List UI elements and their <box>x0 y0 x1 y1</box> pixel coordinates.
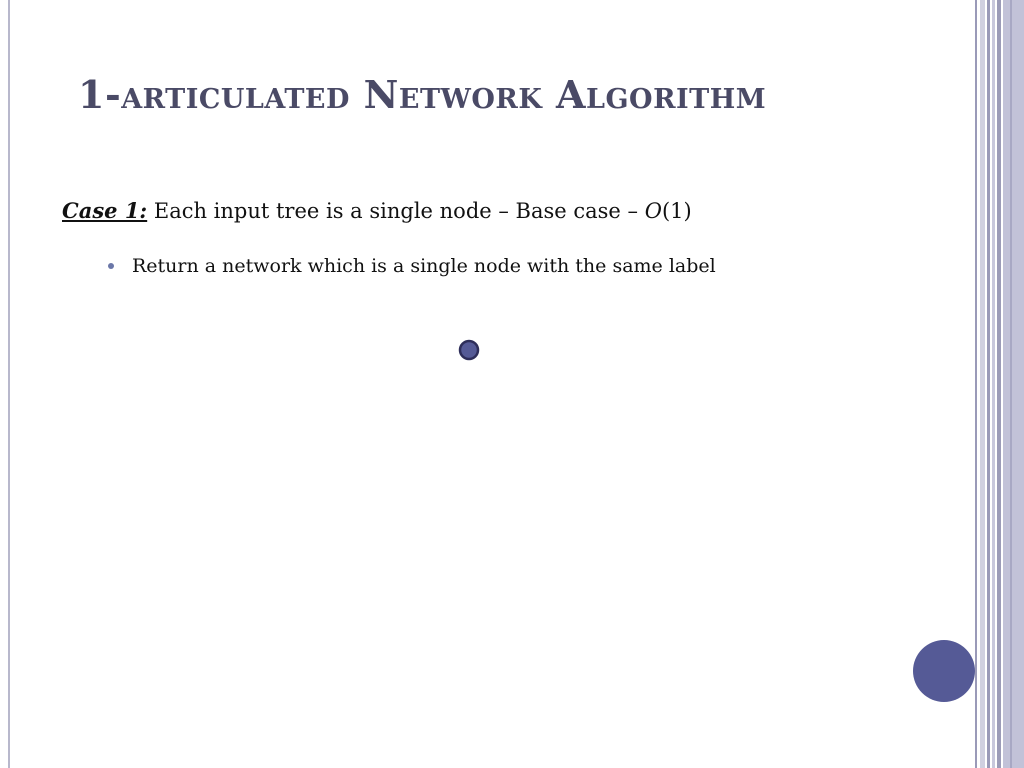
bullet-icon <box>108 263 114 269</box>
right-stripe <box>992 0 995 768</box>
network-node <box>458 339 480 361</box>
complexity-function: O <box>644 199 662 223</box>
single-node-diagram <box>458 339 480 361</box>
left-border-line <box>8 0 10 768</box>
complexity-argument: (1) <box>661 199 692 223</box>
bullet-text: Return a network which is a single node … <box>132 255 716 277</box>
right-stripe <box>980 0 985 768</box>
slide-title: 1-articulated Network Algorithm <box>78 72 767 117</box>
case-line: Case 1: Each input tree is a single node… <box>62 198 692 223</box>
case-text: Each input tree is a single node – Base … <box>147 199 645 223</box>
case-label: Case 1: <box>62 198 148 223</box>
decorative-corner-circle <box>913 640 975 702</box>
right-stripe <box>987 0 990 768</box>
right-stripe <box>975 0 977 768</box>
right-stripe <box>1010 0 1012 768</box>
right-stripe <box>1003 0 1024 768</box>
right-stripe <box>997 0 1001 768</box>
bullet-item: Return a network which is a single node … <box>108 255 716 277</box>
